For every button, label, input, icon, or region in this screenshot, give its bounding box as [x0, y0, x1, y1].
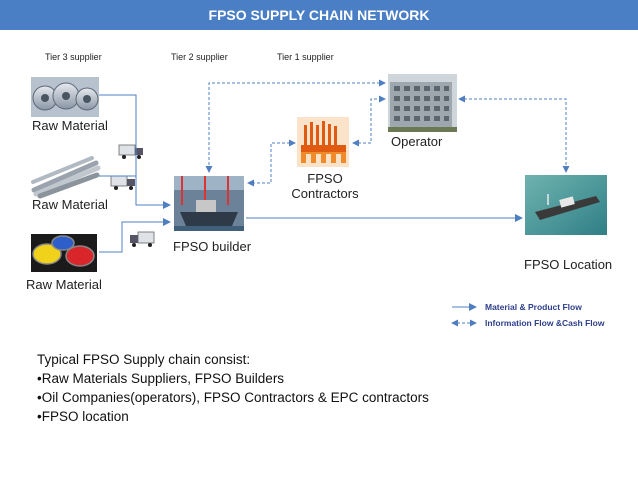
operator-label: Operator — [391, 134, 443, 149]
summary-intro: Typical FPSO Supply chain consist: — [37, 352, 251, 367]
tier-1-label: Tier 1 supplier — [277, 52, 334, 62]
truck-icon — [130, 231, 155, 247]
summary-item: •FPSO location — [37, 409, 129, 424]
fpso-location-label: FPSO Location — [524, 257, 613, 272]
truck-icon — [110, 175, 135, 190]
legend-information-flow: Information Flow &Cash Flow — [485, 318, 605, 328]
paint-cans-image — [31, 234, 97, 272]
shipyard-image — [174, 176, 244, 231]
information-flow-arrow — [247, 139, 296, 187]
fpso-contractors-label-line2: Contractors — [291, 186, 359, 201]
raw-material-label: Raw Material — [32, 118, 108, 133]
information-flow-arrow — [352, 95, 386, 147]
legend-material-flow: Material & Product Flow — [485, 302, 582, 312]
page-title: FPSO SUPPLY CHAIN NETWORK — [208, 7, 430, 23]
fpso-contractors-label-line1: FPSO — [307, 171, 343, 186]
truck-icon — [118, 144, 143, 159]
material-flow-arrow — [99, 218, 171, 253]
tier-2-label: Tier 2 supplier — [171, 52, 228, 62]
raw-material-label: Raw Material — [26, 277, 102, 292]
fpso-contractors-label: FPSO Contractors — [282, 171, 368, 201]
office-building-image — [388, 74, 457, 132]
factory-icon — [297, 117, 349, 167]
information-flow-arrow — [458, 95, 570, 173]
raw-material-label: Raw Material — [32, 197, 108, 212]
summary-block: Typical FPSO Supply chain consist: •Raw … — [37, 350, 429, 426]
title-bar: FPSO SUPPLY CHAIN NETWORK — [0, 0, 638, 30]
tier-3-label: Tier 3 supplier — [45, 52, 102, 62]
summary-item: •Raw Materials Suppliers, FPSO Builders — [37, 371, 285, 386]
information-flow-arrow — [205, 79, 386, 173]
fpso-vessel-image — [525, 175, 607, 235]
summary-item: •Oil Companies(operators), FPSO Contract… — [37, 390, 429, 405]
steel-coils-image — [31, 77, 99, 117]
steel-pipes-image — [31, 156, 101, 199]
material-flow-arrow — [99, 94, 171, 209]
fpso-builder-label: FPSO builder — [173, 239, 252, 254]
